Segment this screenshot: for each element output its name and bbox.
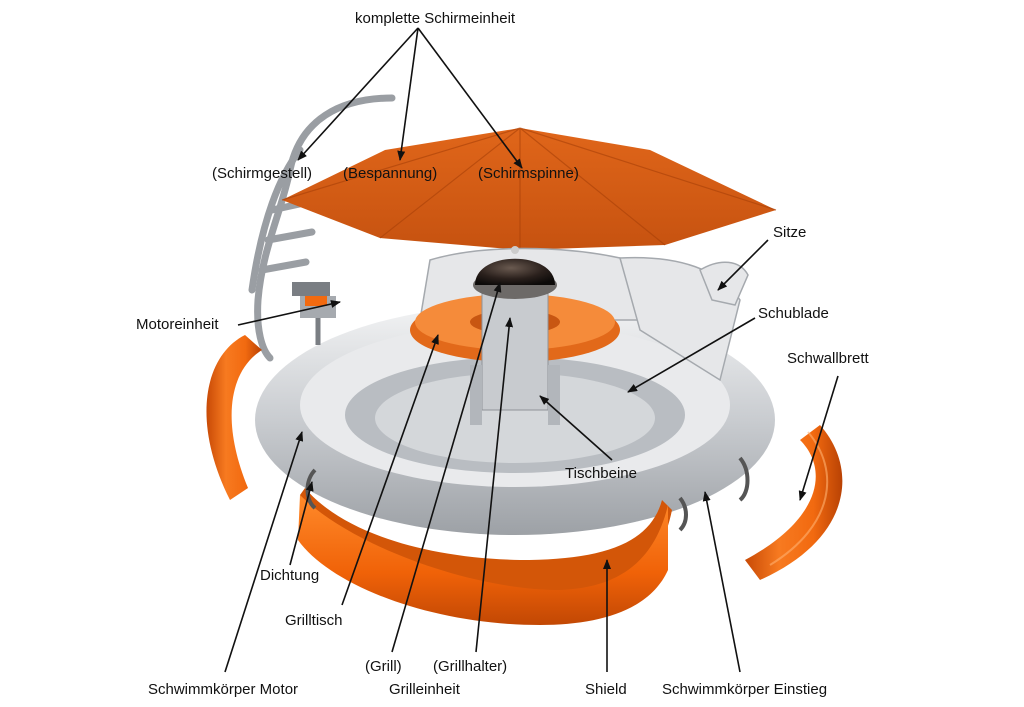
- label-motoreinheit: Motoreinheit: [136, 316, 219, 334]
- label-schirmspinne: (Schirmspinne): [478, 165, 579, 183]
- arrow-schwimmkoerper-einstieg: [705, 492, 740, 672]
- umbrella-canopy: [282, 128, 776, 250]
- label-dichtung: Dichtung: [260, 567, 319, 585]
- motor-unit: [292, 282, 336, 345]
- label-bespannung: (Bespannung): [343, 165, 437, 183]
- grill-column: [470, 290, 560, 425]
- label-schwimmkoerper-motor: Schwimmkörper Motor: [148, 681, 298, 699]
- label-schirmgestell: (Schirmgestell): [212, 165, 312, 183]
- arrow-schirmgestell: [298, 28, 418, 160]
- label-schublade: Schublade: [758, 305, 829, 323]
- left-shield-segment: [206, 335, 262, 500]
- label-grillhalter: (Grillhalter): [433, 658, 507, 676]
- label-grill: (Grill): [365, 658, 402, 676]
- arrow-bespannung: [400, 28, 418, 160]
- label-grilltisch: Grilltisch: [285, 612, 343, 630]
- label-tischbeine: Tischbeine: [565, 465, 637, 483]
- label-schwallbrett: Schwallbrett: [787, 350, 869, 368]
- label-sitze: Sitze: [773, 224, 806, 242]
- label-grilleinheit: Grilleinheit: [389, 681, 460, 699]
- label-komplette-schirmeinheit: komplette Schirmeinheit: [355, 10, 515, 28]
- label-schwimmkoerper-einstieg: Schwimmkörper Einstieg: [662, 681, 827, 699]
- label-shield: Shield: [585, 681, 627, 699]
